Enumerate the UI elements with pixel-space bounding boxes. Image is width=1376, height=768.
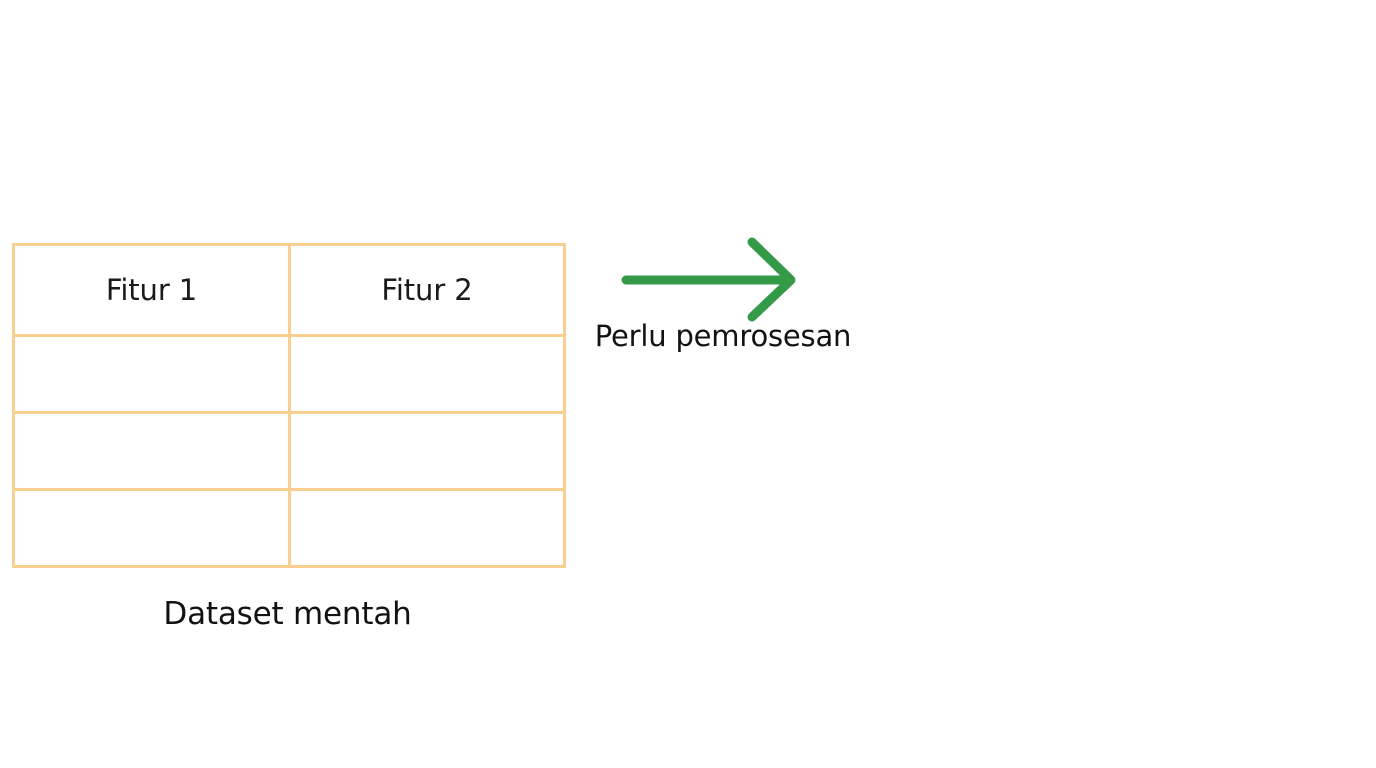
right-arrow-icon [621, 237, 796, 322]
table-header-cell-fitur-2: Fitur 2 [288, 243, 566, 337]
table-caption: Dataset mentah [163, 596, 412, 632]
table-header-row: Fitur 1 Fitur 2 [12, 243, 566, 337]
table-cell [12, 411, 291, 491]
table-cell [288, 411, 566, 491]
table-row [12, 411, 566, 491]
column-header-label-1: Fitur 1 [105, 272, 198, 307]
table-row [12, 488, 566, 568]
table-cell [288, 488, 566, 568]
table-cell [12, 334, 291, 414]
column-header-label-2: Fitur 2 [381, 272, 473, 307]
table-row [12, 334, 566, 414]
raw-dataset-table: Fitur 1 Fitur 2 [12, 243, 566, 568]
arrow-label: Perlu pemrosesan [594, 319, 852, 353]
table-header-cell-fitur-1: Fitur 1 [12, 243, 291, 337]
table-cell [288, 334, 566, 414]
arrow-group [612, 228, 812, 328]
table-cell [12, 488, 291, 568]
